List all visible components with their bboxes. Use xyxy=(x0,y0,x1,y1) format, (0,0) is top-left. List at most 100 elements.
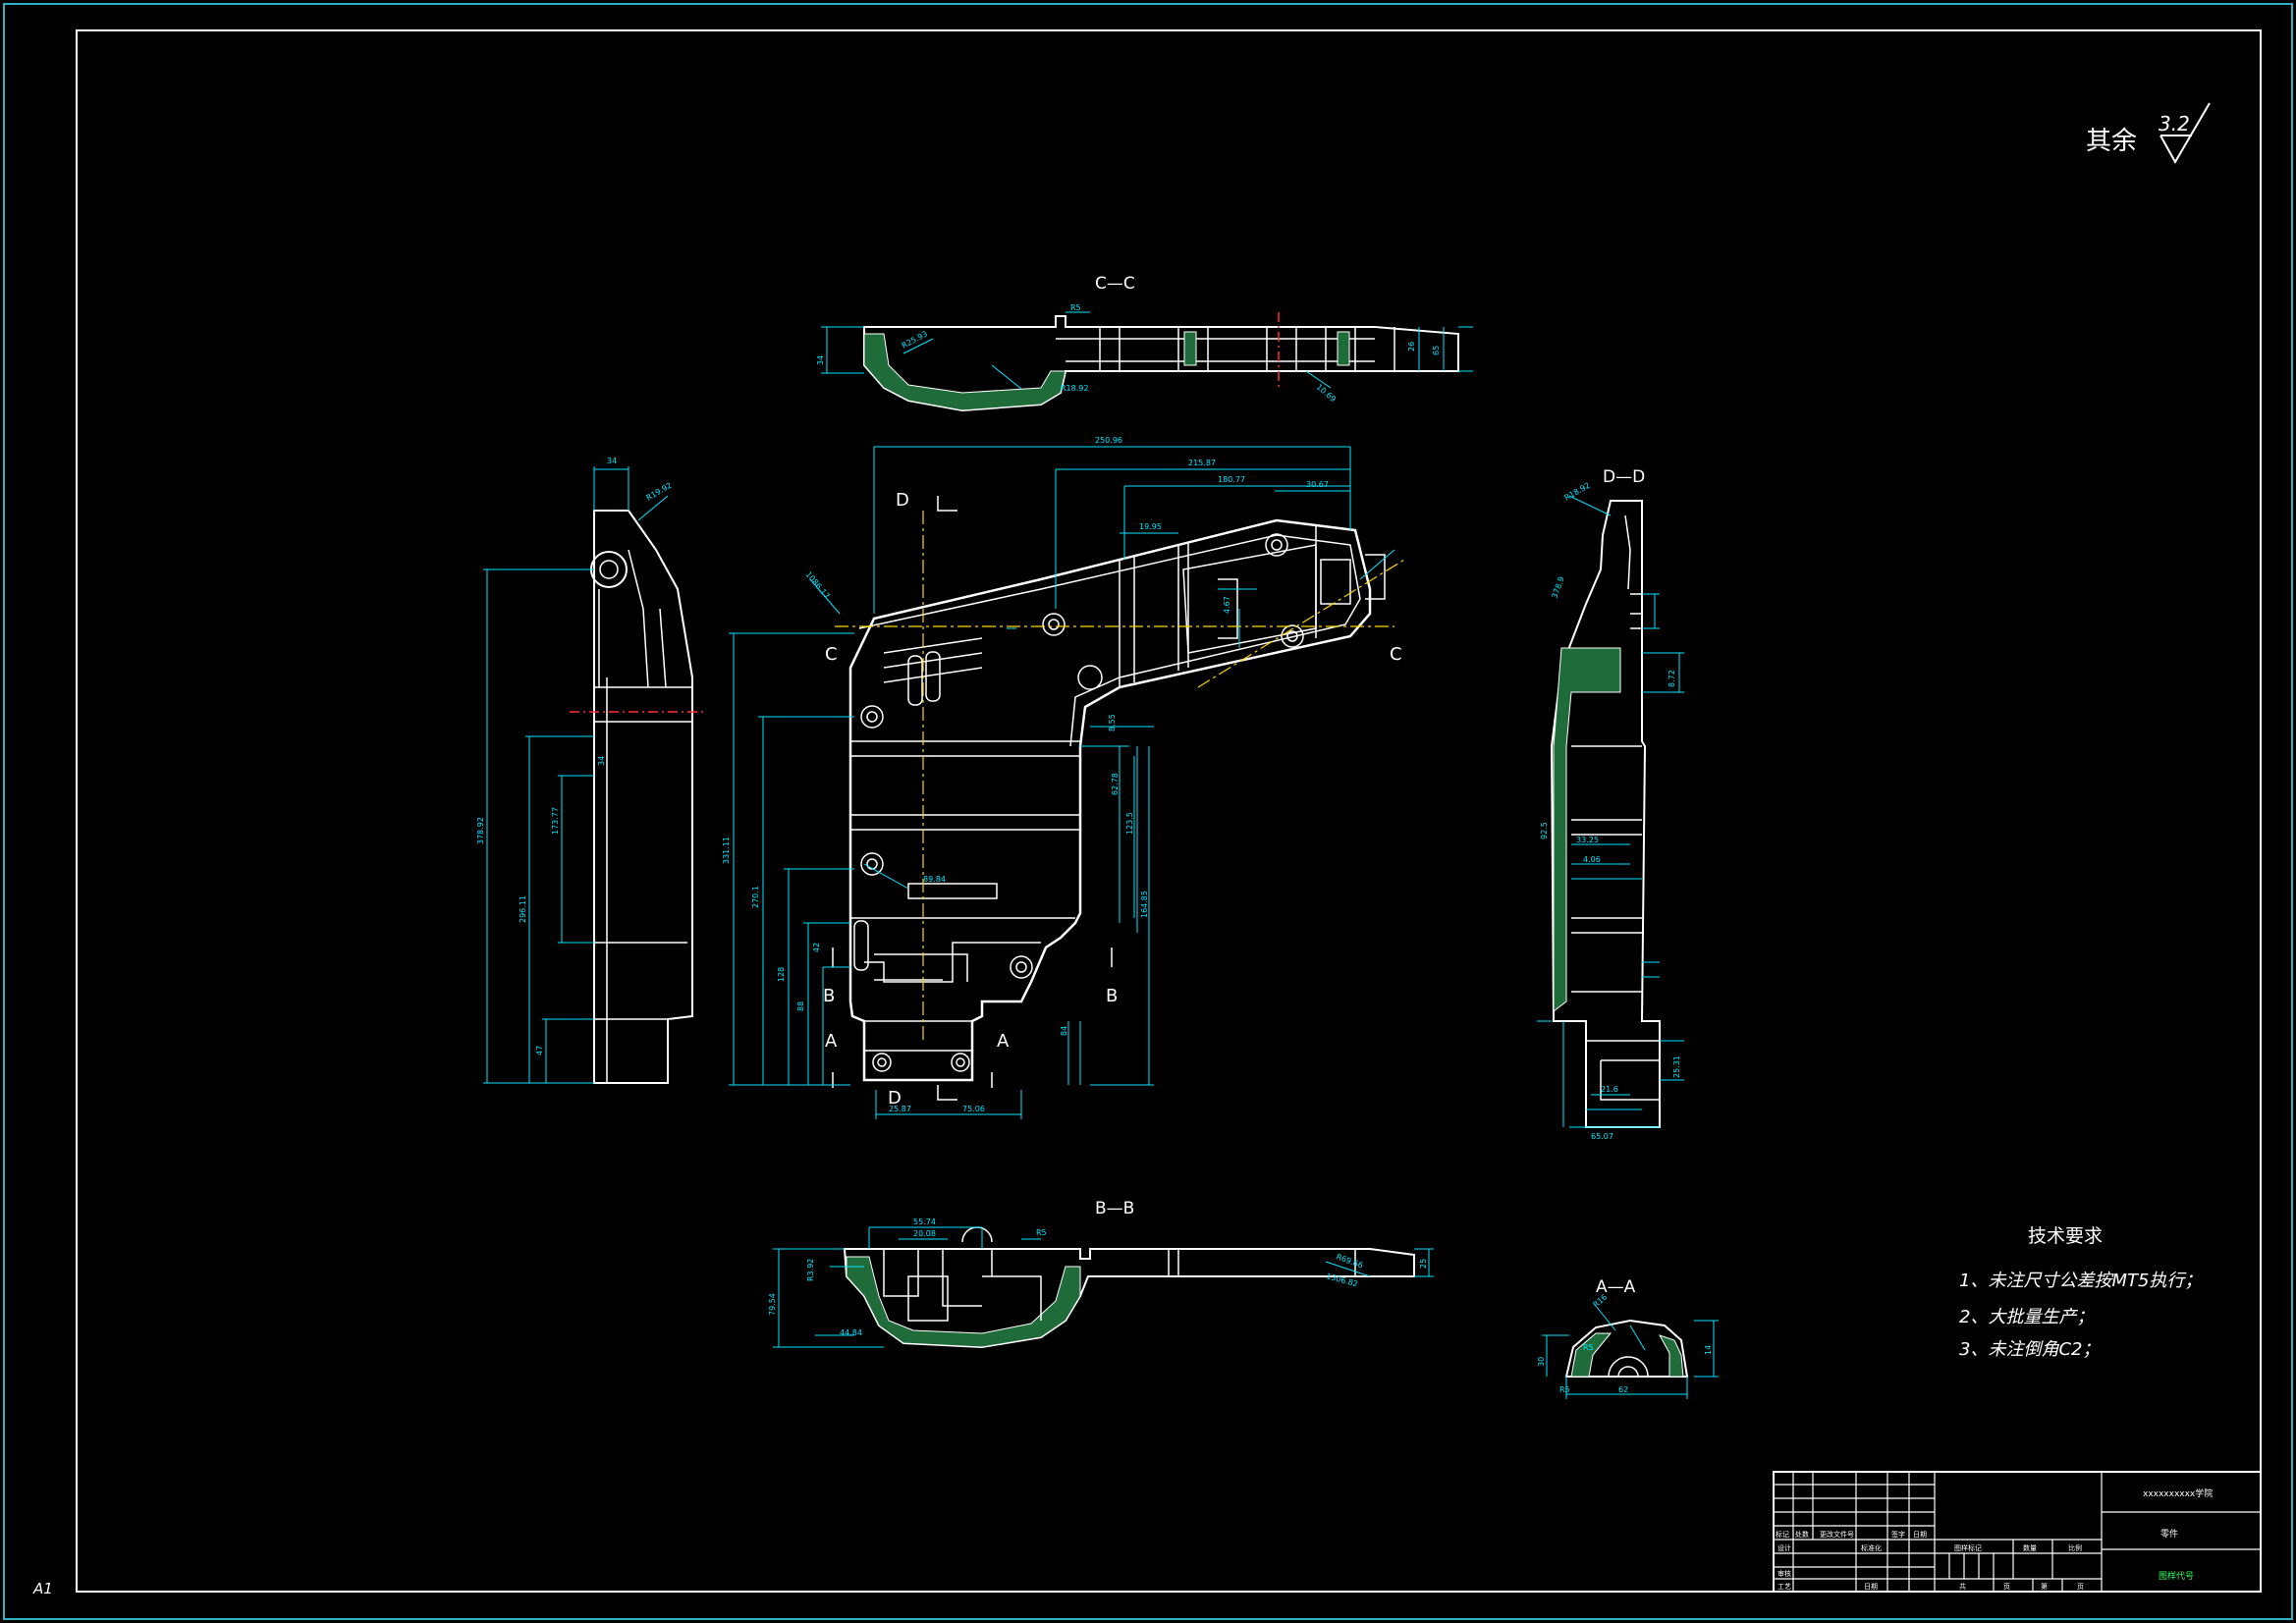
bb-dim-2: 20.08 xyxy=(913,1229,936,1238)
marker-d-bottom: D xyxy=(888,1088,902,1109)
tb-h-sign: 签字 xyxy=(1891,1530,1905,1539)
dd-outline xyxy=(1550,500,1661,1128)
tb-mid-scale: 比例 xyxy=(2068,1543,2082,1552)
side-dim-r: R19.92 xyxy=(645,481,674,503)
front-dim-h5: 42 xyxy=(812,943,821,952)
side-dim-total: 378.92 xyxy=(476,817,485,844)
dd-dim-4: 92.5 xyxy=(1540,822,1549,839)
front-dim-h6: 84 xyxy=(1060,1026,1068,1036)
aa-section-hatch xyxy=(1570,1332,1684,1378)
dd-section-hatch xyxy=(1553,647,1621,1013)
bb-dim-9: 1306.82 xyxy=(1325,1271,1358,1288)
cc-dim-height: 34 xyxy=(816,355,825,365)
marker-a-left: A xyxy=(825,1031,838,1052)
cc-dim-r5: R5 xyxy=(1070,303,1081,312)
view-side-left: 34 R19.92 378.92 296.11 173.77 47 34 xyxy=(476,457,707,1084)
tb-sheet-page: 页 xyxy=(2077,1583,2084,1591)
view-dd-label: D—D xyxy=(1603,467,1645,487)
view-aa-label: A—A xyxy=(1596,1277,1636,1297)
dd-dim-8: 65.07 xyxy=(1591,1132,1613,1141)
tb-total: 共 xyxy=(1959,1582,1966,1591)
aa-dim-4: 30 xyxy=(1537,1357,1546,1367)
side-dim-2: 296.11 xyxy=(519,895,527,923)
aa-dim-5: R5 xyxy=(1559,1385,1570,1394)
front-dim-b1: 25.87 xyxy=(889,1105,911,1113)
cc-section-hatch xyxy=(863,333,1066,411)
bb-dim-3: R5 xyxy=(1036,1228,1047,1237)
bb-dim-8: 25 xyxy=(1419,1259,1428,1269)
tech-req-item-2: 2、大批量生产； xyxy=(1959,1307,2094,1327)
dd-dim-3: 4.06 xyxy=(1583,855,1601,864)
roughness-symbol: 其余 3.2 xyxy=(2086,102,2211,165)
side-dim-5: 34 xyxy=(597,756,606,766)
marker-d-top: D xyxy=(896,490,909,511)
bb-dim-5: R3.92 xyxy=(806,1259,815,1281)
tb-part-name: 零件 xyxy=(2160,1528,2178,1540)
front-dim-h1: 331.11 xyxy=(722,837,731,864)
tb-design: 设计 xyxy=(1777,1543,1791,1552)
dd-dim-2: 8.72 xyxy=(1667,670,1676,687)
inner-border xyxy=(76,29,2262,1593)
roughness-value: 3.2 xyxy=(2159,112,2190,135)
view-front: D D C C B B A A xyxy=(722,436,1405,1119)
marker-a-right: A xyxy=(997,1031,1010,1052)
title-block-text: xxxxxxxxxx学院 零件 图样代号 标记 处数 更改文件号 签字 日期 设… xyxy=(1776,1488,2213,1591)
aa-dim-3: 14 xyxy=(1704,1345,1713,1355)
dd-dim-5: 33.25 xyxy=(1576,836,1599,844)
front-outline xyxy=(848,518,1372,1082)
tb-total-page: 页 xyxy=(2003,1583,2010,1591)
view-bb-label: B—B xyxy=(1095,1199,1134,1218)
marker-b-left: B xyxy=(823,986,835,1006)
tech-requirements: 技术要求 1、未注尺寸公差按MT5执行； 2、大批量生产； 3、未注倒角C2； xyxy=(1959,1225,2202,1360)
front-dim-h8: 123.5 xyxy=(1125,812,1134,835)
dd-dim-1: 378.9 xyxy=(1550,575,1565,600)
outer-border xyxy=(3,3,2293,1620)
view-cc-label: C—C xyxy=(1095,274,1135,294)
tb-h-count: 处数 xyxy=(1795,1530,1809,1539)
marker-c-right: C xyxy=(1390,644,1402,665)
dd-dim-6: 21.6 xyxy=(1601,1085,1618,1094)
tb-school: xxxxxxxxxx学院 xyxy=(2143,1488,2213,1499)
cc-dim-5: 10.69 xyxy=(1315,383,1338,405)
cc-dim-1: R25.93 xyxy=(901,329,929,350)
cc-dim-3: 26 xyxy=(1407,342,1416,352)
tb-check: 审核 xyxy=(1777,1569,1791,1578)
front-dim-s2: 8.55 xyxy=(1108,714,1117,731)
front-dim-b2: 75.06 xyxy=(962,1105,985,1113)
view-bb: B—B 55.74 20.08 R5 79.54 R3.92 44.84 R69… xyxy=(768,1199,1434,1349)
marker-c-left: C xyxy=(825,644,838,665)
aa-dim-6: 62 xyxy=(1618,1385,1628,1394)
tb-h-docno: 更改文件号 xyxy=(1820,1530,1854,1539)
front-dim-h9: 164.85 xyxy=(1140,891,1149,918)
bb-section-hatch xyxy=(846,1256,1081,1348)
tech-req-item-1: 1、未注尺寸公差按MT5执行； xyxy=(1959,1271,2202,1291)
cc-dim-2: R18.92 xyxy=(1061,384,1088,393)
side-dim-top: 34 xyxy=(607,457,617,465)
title-block xyxy=(1773,1471,2262,1593)
front-dim-w1: 250.96 xyxy=(1095,436,1122,445)
front-dim-w5: 19.95 xyxy=(1139,522,1162,531)
bb-dim-1: 55.74 xyxy=(913,1217,936,1226)
tb-sheet: 第 xyxy=(2041,1582,2048,1591)
front-dim-h3: 128 xyxy=(777,967,786,982)
tb-process-date: 日期 xyxy=(1864,1583,1878,1591)
cc-dim-4: 65 xyxy=(1432,346,1441,355)
side-dim-3: 173.77 xyxy=(551,807,560,835)
front-dim-h2: 270.1 xyxy=(751,886,760,908)
bb-dim-7: R69.66 xyxy=(1335,1252,1364,1270)
roughness-prefix: 其余 xyxy=(2086,127,2137,156)
bb-dim-6: 44.84 xyxy=(840,1328,862,1337)
view-aa: A—A R16 R5 14 30 R5 62 xyxy=(1537,1277,1719,1399)
aa-dim-2: R5 xyxy=(1583,1343,1594,1352)
sheet-size-label: A1 xyxy=(32,1580,53,1597)
front-dim-w3: 180.77 xyxy=(1218,475,1245,484)
bb-dim-4: 79.54 xyxy=(768,1293,777,1316)
tb-mid-qty: 数量 xyxy=(2023,1543,2037,1552)
tb-h-mark: 标记 xyxy=(1776,1530,1789,1539)
tech-req-title: 技术要求 xyxy=(2028,1225,2103,1247)
tb-mid-mark: 图样标记 xyxy=(1954,1543,1982,1552)
tb-standard: 标准化 xyxy=(1861,1543,1882,1552)
front-dim-w2: 215.87 xyxy=(1188,459,1216,467)
side-outline xyxy=(593,510,693,1084)
